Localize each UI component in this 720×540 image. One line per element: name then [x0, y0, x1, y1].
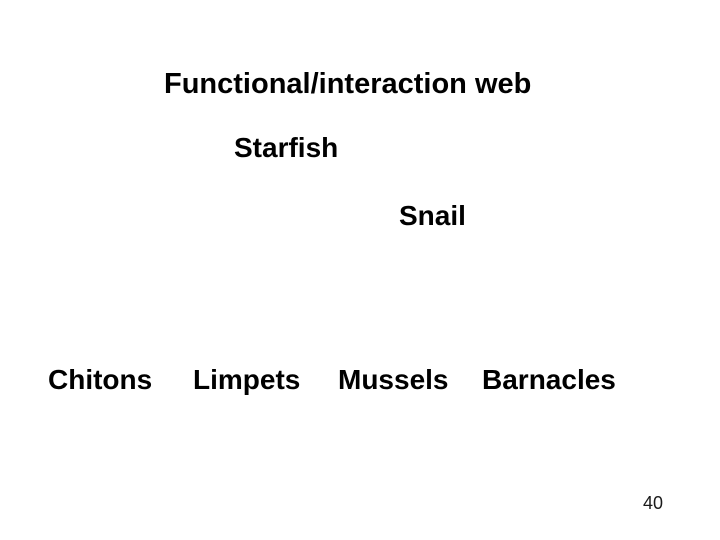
label-snail: Snail	[399, 200, 466, 231]
label-limpets: Limpets	[193, 364, 301, 395]
slide-title: Functional/interaction web	[164, 68, 532, 100]
label-chitons: Chitons	[48, 364, 153, 395]
slide-page-number: 40	[643, 493, 664, 513]
label-starfish: Starfish	[234, 132, 339, 163]
label-barnacles: Barnacles	[482, 364, 616, 395]
label-mussels: Mussels	[338, 364, 449, 395]
